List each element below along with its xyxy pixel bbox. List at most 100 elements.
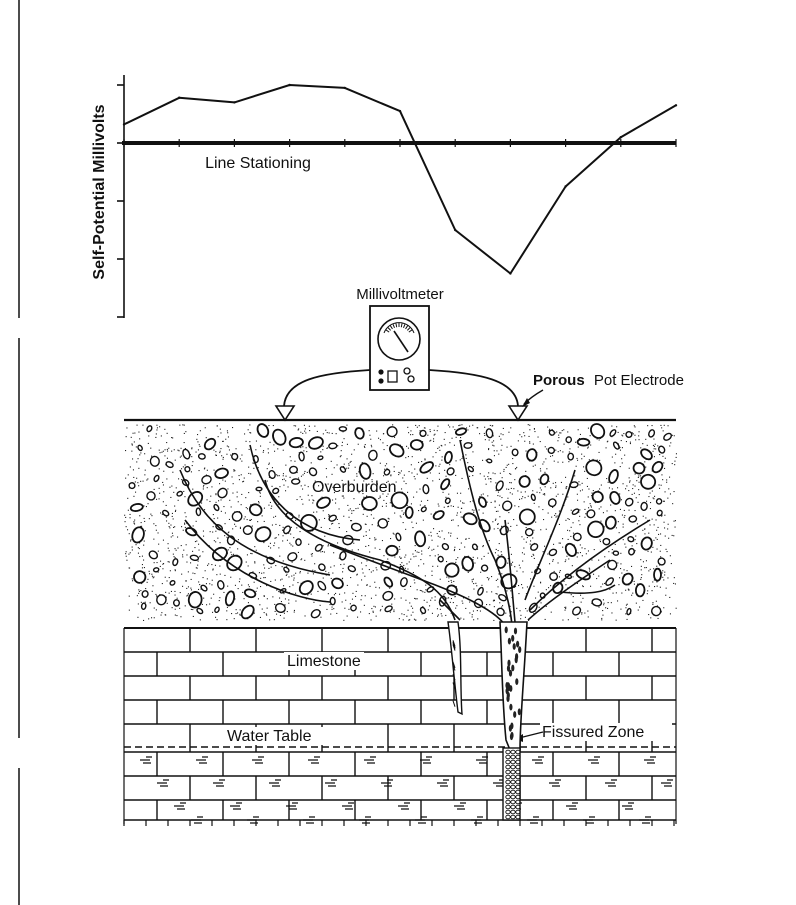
stipple-dot xyxy=(539,468,541,470)
stipple-dot xyxy=(564,609,566,611)
stipple-dot xyxy=(488,579,490,581)
stipple-dot xyxy=(535,521,537,523)
stipple-dot xyxy=(184,512,186,514)
stipple-dot xyxy=(577,446,579,448)
stipple-dot xyxy=(674,464,676,466)
stipple-dot xyxy=(211,564,213,566)
stipple-dot xyxy=(544,493,546,495)
stipple-dot xyxy=(518,585,520,587)
stipple-dot xyxy=(257,480,259,482)
stipple-dot xyxy=(633,492,635,494)
stipple-dot xyxy=(196,438,198,440)
stipple-dot xyxy=(167,543,169,545)
stipple-dot xyxy=(255,449,257,451)
pebble xyxy=(409,439,424,451)
stipple-dot xyxy=(198,588,200,590)
fissure-mark xyxy=(518,646,522,653)
stipple-dot xyxy=(235,525,237,527)
stipple-dot xyxy=(570,535,572,537)
stipple-dot xyxy=(439,536,441,538)
stipple-dot xyxy=(171,512,173,514)
stipple-dot xyxy=(163,470,165,472)
stipple-dot xyxy=(290,533,292,535)
stipple-dot xyxy=(249,441,251,443)
stipple-dot xyxy=(259,492,261,494)
stipple-dot xyxy=(617,521,619,523)
stipple-dot xyxy=(646,593,648,595)
stipple-dot xyxy=(489,478,491,480)
stipple-dot xyxy=(620,440,622,442)
stipple-dot xyxy=(524,497,526,499)
stipple-dot xyxy=(243,477,245,479)
stipple-dot xyxy=(124,514,126,516)
stipple-dot xyxy=(492,521,494,523)
stipple-dot xyxy=(137,552,139,554)
stipple-dot xyxy=(644,528,646,530)
stipple-dot xyxy=(261,572,263,574)
stipple-dot xyxy=(656,585,658,587)
stipple-dot xyxy=(542,551,544,553)
stipple-dot xyxy=(180,545,182,547)
stipple-dot xyxy=(420,559,422,561)
stipple-dot xyxy=(226,536,228,538)
stipple-dot xyxy=(456,492,458,494)
stipple-dot xyxy=(322,445,324,447)
pebble xyxy=(128,482,136,490)
stipple-dot xyxy=(414,545,416,547)
stipple-dot xyxy=(332,486,334,488)
stipple-dot xyxy=(617,562,619,564)
stipple-dot xyxy=(587,550,589,552)
stipple-dot xyxy=(514,479,516,481)
stipple-dot xyxy=(472,500,474,502)
fissure-mark xyxy=(513,711,517,718)
stipple-dot xyxy=(299,496,301,498)
stipple-dot xyxy=(284,604,286,606)
conduit-gravel xyxy=(515,759,521,765)
water-mark xyxy=(454,802,466,810)
stipple-dot xyxy=(533,613,535,615)
stipple-dot xyxy=(298,477,300,479)
stipple-dot xyxy=(656,565,658,567)
stipple-dot xyxy=(584,612,586,614)
stipple-dot xyxy=(620,568,622,570)
stipple-dot xyxy=(551,516,553,518)
stipple-dot xyxy=(273,444,275,446)
stipple-dot xyxy=(622,523,624,525)
stipple-dot xyxy=(333,594,335,596)
stipple-dot xyxy=(399,515,401,517)
stipple-dot xyxy=(410,558,412,560)
stipple-dot xyxy=(256,577,258,579)
stipple-dot xyxy=(664,467,666,469)
stipple-dot xyxy=(666,551,668,553)
stipple-dot xyxy=(167,547,169,549)
stipple-dot xyxy=(365,534,367,536)
stipple-dot xyxy=(576,556,578,558)
stipple-dot xyxy=(326,608,328,610)
stipple-dot xyxy=(241,493,243,495)
stipple-dot xyxy=(302,503,304,505)
stipple-dot xyxy=(654,495,656,497)
stipple-dot xyxy=(618,532,620,534)
infiltration-channel xyxy=(439,599,461,621)
stipple-dot xyxy=(437,503,439,505)
stipple-dot xyxy=(424,575,426,577)
stipple-dot xyxy=(197,564,199,566)
conduit-gravel xyxy=(505,804,511,810)
pebble xyxy=(547,498,557,508)
conduit-gravel xyxy=(505,784,511,790)
stipple-dot xyxy=(386,445,388,447)
pebble xyxy=(440,478,451,491)
stipple-dot xyxy=(174,526,176,528)
stipple-dot xyxy=(126,427,128,429)
pebble xyxy=(385,544,399,557)
stipple-dot xyxy=(287,486,289,488)
stipple-dot xyxy=(492,600,494,602)
stipple-dot xyxy=(185,431,187,433)
stipple-dot xyxy=(625,546,627,548)
stipple-dot xyxy=(490,478,492,480)
stipple-dot xyxy=(671,463,673,465)
stipple-dot xyxy=(198,543,200,545)
stipple-dot xyxy=(379,495,381,497)
pebble xyxy=(231,511,243,522)
stipple-dot xyxy=(673,577,675,579)
